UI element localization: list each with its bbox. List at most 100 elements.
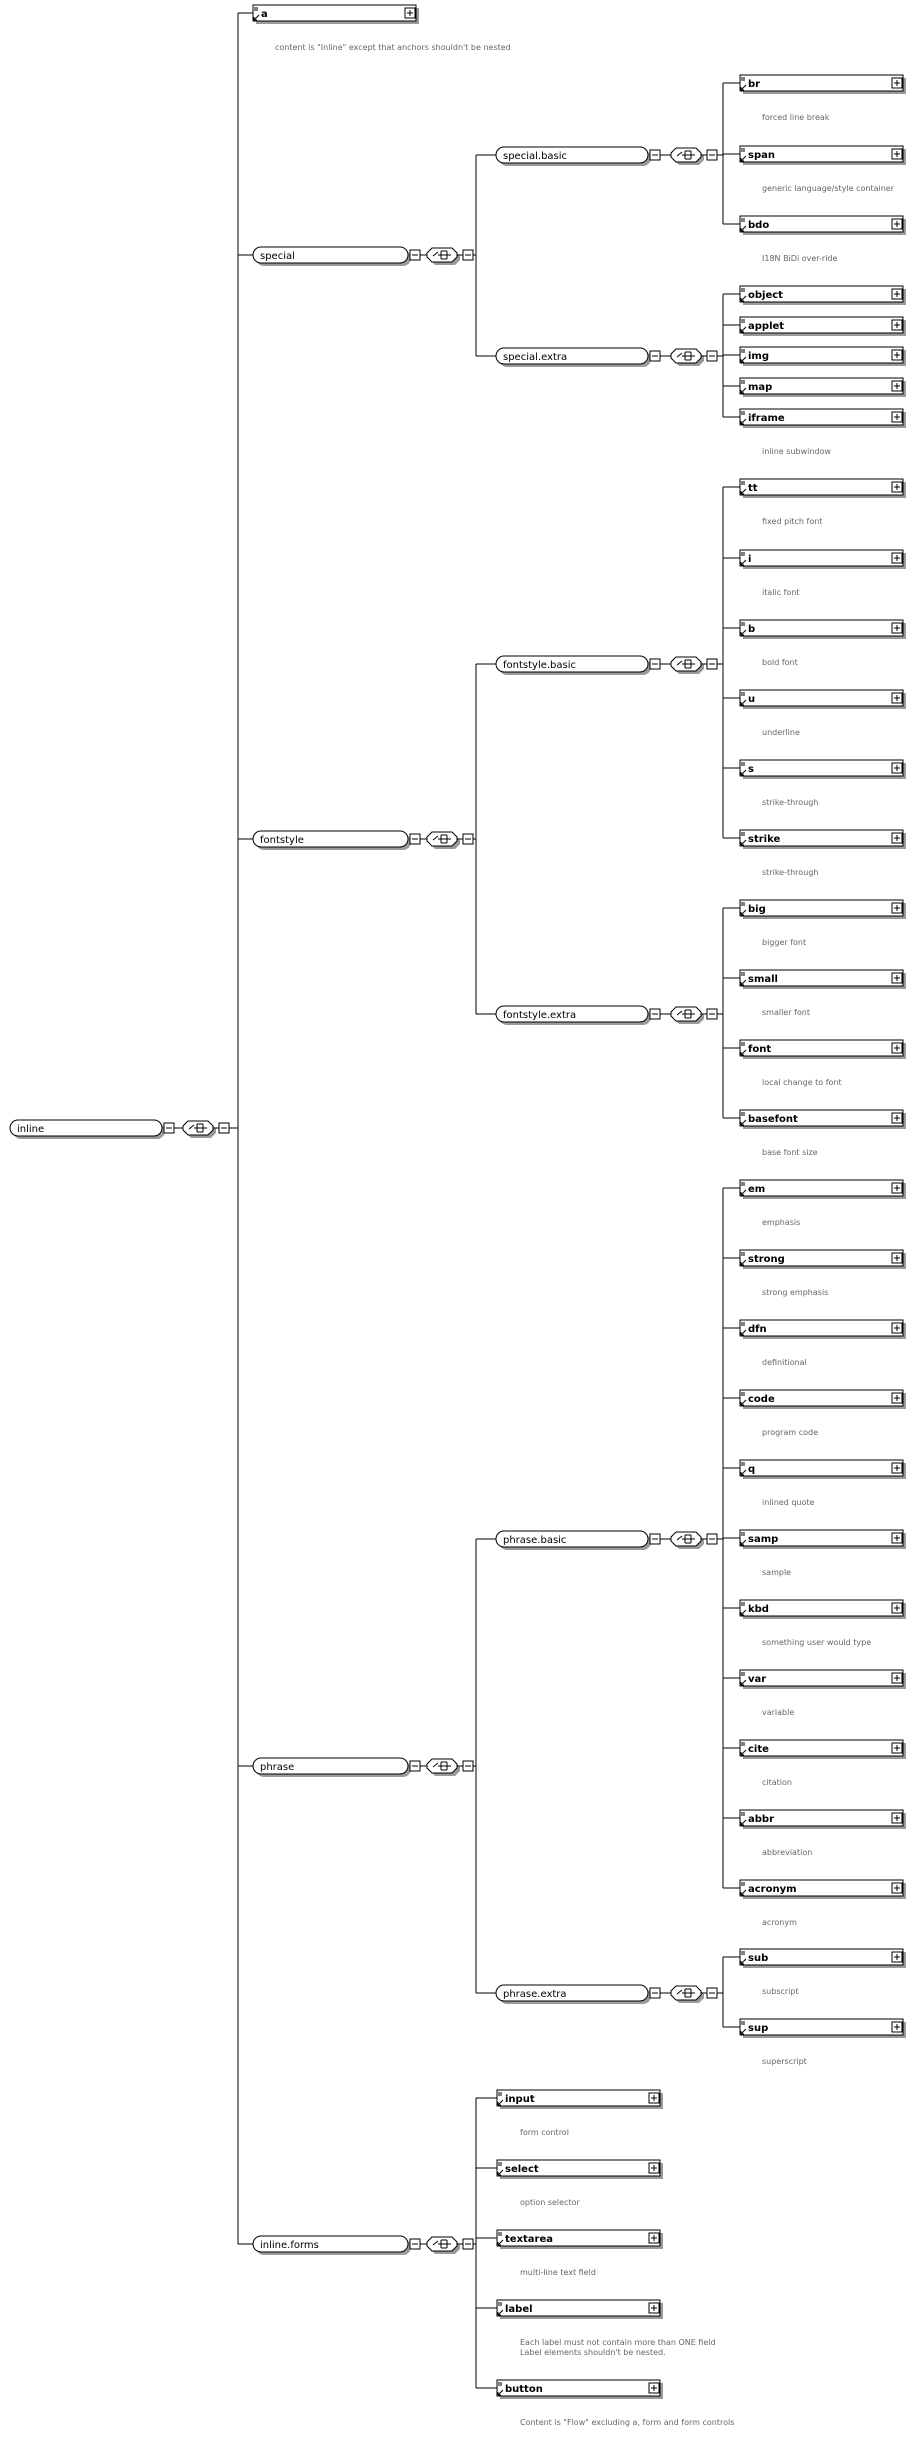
element-map[interactable]: map — [739, 377, 906, 397]
expand-icon[interactable] — [891, 148, 903, 160]
element-big[interactable]: big — [739, 899, 906, 919]
element-em[interactable]: em — [739, 1179, 906, 1199]
expand-icon[interactable] — [891, 692, 903, 704]
collapse-icon[interactable] — [462, 833, 474, 845]
expand-icon[interactable] — [891, 1182, 903, 1194]
expand-icon[interactable] — [891, 1462, 903, 1474]
element-font[interactable]: font — [739, 1039, 906, 1059]
element-u[interactable]: u — [739, 689, 906, 709]
expand-icon[interactable] — [891, 77, 903, 89]
expand-icon[interactable] — [891, 1672, 903, 1684]
collapse-icon[interactable] — [649, 658, 661, 670]
element-cite[interactable]: cite — [739, 1739, 906, 1759]
group-phrase-extra[interactable]: phrase.extra — [495, 1984, 651, 2004]
element-iframe[interactable]: iframe — [739, 408, 906, 428]
element-select[interactable]: select — [496, 2159, 663, 2179]
element-s[interactable]: s — [739, 759, 906, 779]
collapse-icon[interactable] — [649, 149, 661, 161]
expand-icon[interactable] — [891, 1812, 903, 1824]
collapse-icon[interactable] — [462, 2238, 474, 2250]
group-fontstyle-extra[interactable]: fontstyle.extra — [495, 1005, 651, 1025]
expand-icon[interactable] — [891, 481, 903, 493]
element-textarea[interactable]: textarea — [496, 2229, 663, 2249]
expand-icon[interactable] — [891, 902, 903, 914]
element-label[interactable]: label — [496, 2299, 663, 2319]
element-code[interactable]: code — [739, 1389, 906, 1409]
expand-icon[interactable] — [891, 972, 903, 984]
element-bdo[interactable]: bdo — [739, 215, 906, 235]
group-special-extra[interactable]: special.extra — [495, 347, 651, 367]
element-samp[interactable]: samp — [739, 1529, 906, 1549]
group-fontstyle-basic[interactable]: fontstyle.basic — [495, 655, 651, 675]
expand-icon[interactable] — [891, 288, 903, 300]
element-sub[interactable]: sub — [739, 1948, 906, 1968]
expand-icon[interactable] — [648, 2232, 660, 2244]
element-input[interactable]: input — [496, 2089, 663, 2109]
expand-icon[interactable] — [891, 1602, 903, 1614]
collapse-icon[interactable] — [649, 1008, 661, 1020]
collapse-icon[interactable] — [706, 1987, 718, 1999]
element-strike[interactable]: strike — [739, 829, 906, 849]
element-small[interactable]: small — [739, 969, 906, 989]
element-strong[interactable]: strong — [739, 1249, 906, 1269]
expand-icon[interactable] — [891, 832, 903, 844]
expand-icon[interactable] — [891, 552, 903, 564]
collapse-icon[interactable] — [409, 2238, 421, 2250]
expand-icon[interactable] — [891, 1322, 903, 1334]
collapse-icon[interactable] — [706, 658, 718, 670]
expand-icon[interactable] — [891, 2021, 903, 2033]
group-inline-forms[interactable]: inline.forms — [252, 2235, 411, 2255]
group-phrase[interactable]: phrase — [252, 1757, 411, 1777]
element-img[interactable]: img — [739, 346, 906, 366]
group-phrase-basic[interactable]: phrase.basic — [495, 1530, 651, 1550]
group-special-basic[interactable]: special.basic — [495, 146, 651, 166]
collapse-icon[interactable] — [649, 1533, 661, 1545]
expand-icon[interactable] — [891, 1392, 903, 1404]
element-a[interactable]: a — [252, 4, 419, 24]
expand-icon[interactable] — [891, 1112, 903, 1124]
element-br[interactable]: br — [739, 74, 906, 94]
expand-icon[interactable] — [891, 380, 903, 392]
collapse-icon[interactable] — [706, 350, 718, 362]
expand-icon[interactable] — [891, 1042, 903, 1054]
element-basefont[interactable]: basefont — [739, 1109, 906, 1129]
collapse-icon[interactable] — [409, 249, 421, 261]
collapse-icon[interactable] — [462, 1760, 474, 1772]
expand-icon[interactable] — [891, 411, 903, 423]
collapse-icon[interactable] — [649, 1987, 661, 1999]
expand-icon[interactable] — [891, 762, 903, 774]
expand-icon[interactable] — [891, 1951, 903, 1963]
collapse-icon[interactable] — [409, 1760, 421, 1772]
expand-icon[interactable] — [891, 349, 903, 361]
expand-icon[interactable] — [891, 1252, 903, 1264]
expand-icon[interactable] — [891, 319, 903, 331]
element-button[interactable]: button — [496, 2379, 663, 2399]
element-span[interactable]: span — [739, 145, 906, 165]
element-tt[interactable]: tt — [739, 478, 906, 498]
element-dfn[interactable]: dfn — [739, 1319, 906, 1339]
expand-icon[interactable] — [891, 1532, 903, 1544]
element-object[interactable]: object — [739, 285, 906, 305]
element-abbr[interactable]: abbr — [739, 1809, 906, 1829]
element-i[interactable]: i — [739, 549, 906, 569]
expand-icon[interactable] — [891, 218, 903, 230]
expand-icon[interactable] — [648, 2382, 660, 2394]
collapse-icon[interactable] — [649, 350, 661, 362]
expand-icon[interactable] — [648, 2162, 660, 2174]
collapse-icon[interactable] — [706, 1533, 718, 1545]
expand-icon[interactable] — [891, 622, 903, 634]
collapse-icon[interactable] — [163, 1122, 175, 1134]
expand-icon[interactable] — [404, 7, 416, 19]
group-special[interactable]: special — [252, 246, 411, 266]
collapse-icon[interactable] — [706, 149, 718, 161]
element-kbd[interactable]: kbd — [739, 1599, 906, 1619]
element-applet[interactable]: applet — [739, 316, 906, 336]
root-group-inline[interactable]: inline — [9, 1119, 165, 1139]
element-q[interactable]: q — [739, 1459, 906, 1479]
collapse-icon[interactable] — [706, 1008, 718, 1020]
expand-icon[interactable] — [648, 2302, 660, 2314]
group-fontstyle[interactable]: fontstyle — [252, 830, 411, 850]
expand-icon[interactable] — [891, 1742, 903, 1754]
collapse-icon[interactable] — [409, 833, 421, 845]
collapse-icon[interactable] — [462, 249, 474, 261]
